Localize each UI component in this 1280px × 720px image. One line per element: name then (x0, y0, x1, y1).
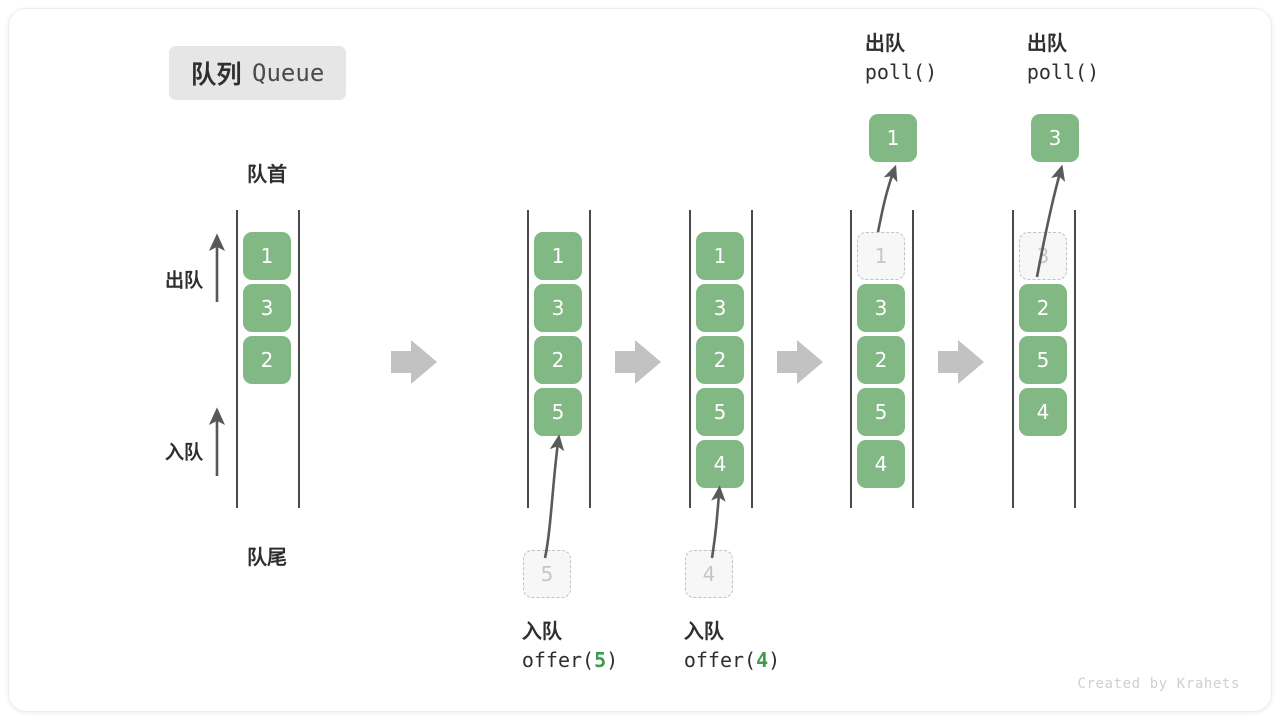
operation-label-chinese: 出队 (864, 33, 905, 55)
queue-rail (850, 210, 852, 508)
queue-rail (236, 210, 238, 508)
queue-cell: 2 (534, 336, 582, 384)
footer-credit: Created by Krahets (1077, 676, 1240, 692)
diagram-title-badge: 队列 Queue (169, 46, 347, 100)
operation-argument: 5 (594, 648, 607, 673)
operation-label-chinese: 入队 (683, 621, 724, 643)
operation-label-code: offer(4) (683, 648, 781, 673)
queue-cell: 3 (696, 284, 744, 332)
operation-label-chinese: 入队 (521, 621, 562, 643)
operation-label-bottom: 入队 offer(5) (522, 618, 618, 675)
popped-element: 3 (1031, 114, 1079, 162)
queue-cell: 3 (243, 284, 291, 332)
queue-cell: 1 (243, 232, 291, 280)
operation-label-code: offer(5) (521, 648, 619, 673)
queue-cell: 5 (534, 388, 582, 436)
incoming-element-ghost: 4 (685, 550, 733, 598)
queue-cell: 1 (696, 232, 744, 280)
queue-cell: 2 (1019, 284, 1067, 332)
enqueue-direction-label: 入队 (164, 442, 203, 464)
queue-cell: 5 (696, 388, 744, 436)
queue-rail (1074, 210, 1076, 508)
operation-label-bottom: 入队 offer(4) (684, 618, 780, 675)
queue-cell-ghost: 1 (857, 232, 905, 280)
operation-argument: 4 (756, 648, 769, 673)
queue-rail (912, 210, 914, 508)
queue-rail (1012, 210, 1014, 508)
queue-rail (527, 210, 529, 508)
queue-cell: 5 (857, 388, 905, 436)
queue-rail (298, 210, 300, 508)
title-chinese: 队列 (191, 61, 243, 89)
operation-label-code: poll() (864, 60, 938, 85)
queue-cell: 4 (1019, 388, 1067, 436)
queue-cell: 1 (534, 232, 582, 280)
queue-cell: 5 (1019, 336, 1067, 384)
incoming-element-ghost: 5 (523, 550, 571, 598)
popped-element: 1 (869, 114, 917, 162)
queue-cell: 4 (696, 440, 744, 488)
operation-label-top: 出队 poll() (1027, 30, 1099, 87)
queue-cell: 3 (857, 284, 905, 332)
queue-rail (589, 210, 591, 508)
queue-cell: 3 (534, 284, 582, 332)
diagram-card (8, 8, 1272, 712)
dequeue-direction-label: 出队 (164, 270, 203, 292)
queue-cell: 2 (243, 336, 291, 384)
operation-label-top: 出队 poll() (865, 30, 937, 87)
queue-front-label: 队首 (247, 164, 287, 186)
title-english: Queue (252, 59, 325, 87)
queue-tail-label: 队尾 (247, 547, 287, 569)
queue-cell-ghost: 3 (1019, 232, 1067, 280)
queue-cell: 4 (857, 440, 905, 488)
queue-cell: 2 (696, 336, 744, 384)
operation-label-chinese: 出队 (1026, 33, 1067, 55)
queue-rail (689, 210, 691, 508)
queue-rail (751, 210, 753, 508)
operation-label-code: poll() (1026, 60, 1100, 85)
queue-cell: 2 (857, 336, 905, 384)
